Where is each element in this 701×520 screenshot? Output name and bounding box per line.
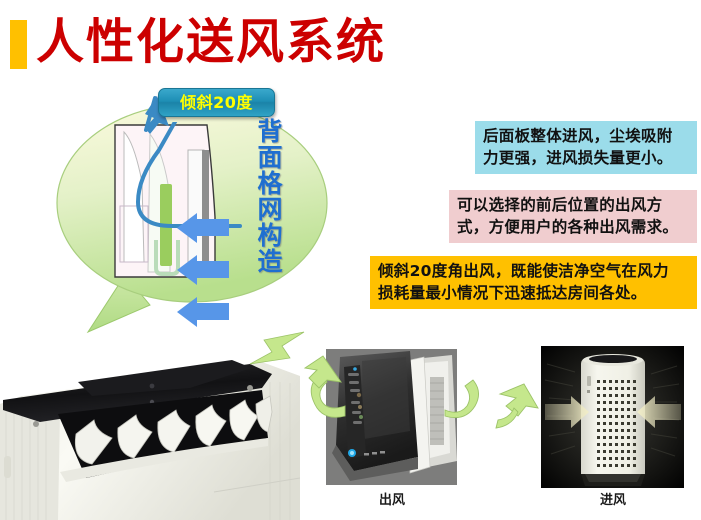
tilt-angle-tag: 倾斜20度: [158, 88, 275, 117]
rear-grid-structure-label: 背面格网构造: [254, 118, 283, 274]
airflow-arrow-icon-outlet-right: [444, 379, 479, 419]
diagram-speech-bubble: [55, 96, 345, 335]
airflow-arrow-icon-intake-left: [495, 383, 539, 429]
intake-arrow-icon-1: [177, 213, 229, 243]
page-title: 人性化送风系统: [36, 14, 387, 70]
airflow-arrow-icon-main: [249, 331, 305, 365]
photo-air-outlet: [326, 349, 457, 485]
callout-rear-panel-intake: 后面板整体进风，尘埃吸附 力更强，进风损失量更小。: [475, 121, 697, 174]
photo-air-intake: [541, 346, 684, 488]
title-accent-bar: [10, 20, 27, 69]
callout-tilt-20-outlet: 倾斜20度角出风，既能使洁净空气在风力 损耗量最小情况下迅速抵达房间各处。: [370, 256, 697, 309]
callout-selectable-outlet: 可以选择的前后位置的出风方 式，方便用户的各种出风需求。: [449, 190, 697, 243]
caption-air-outlet: 出风: [378, 493, 405, 508]
intake-arrow-icon-3: [177, 297, 229, 327]
intake-arrow-icon-2: [177, 255, 229, 285]
caption-air-intake: 进风: [599, 493, 626, 508]
airflow-arrow-icon-outlet-left: [303, 355, 346, 418]
airflow-up-arrow-icon: [144, 96, 169, 134]
photo-product-top-view: [0, 352, 300, 520]
